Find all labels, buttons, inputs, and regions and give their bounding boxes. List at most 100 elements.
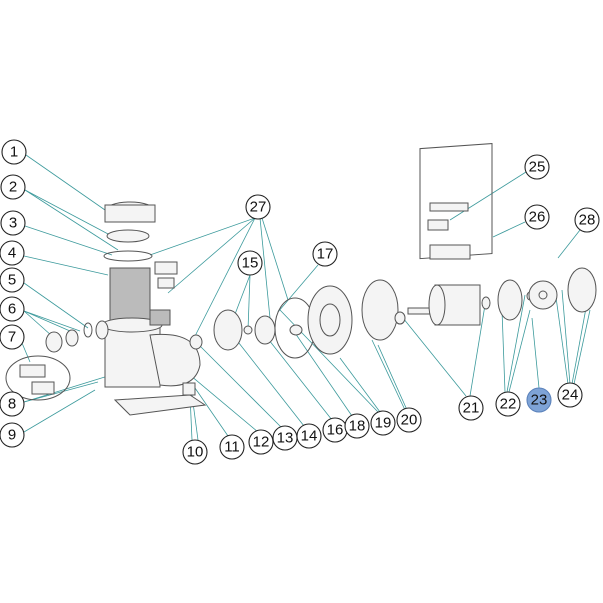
callout-10[interactable]: 10: [182, 439, 208, 465]
terminal-cover: [429, 202, 469, 212]
callout-label: 5: [8, 272, 16, 289]
callout-26[interactable]: 26: [524, 204, 550, 230]
callout-16[interactable]: 16: [322, 417, 348, 443]
callout-label: 21: [463, 400, 480, 417]
leader-line: [554, 289, 569, 385]
callout-circle: [458, 395, 484, 421]
leader-line: [264, 334, 333, 421]
terminal-box: [429, 244, 471, 260]
lid-cover: [106, 229, 150, 243]
fan-cover: [567, 267, 597, 313]
fan-hub: [538, 290, 548, 300]
callout-label: 20: [401, 412, 418, 429]
callout-3[interactable]: 3: [0, 210, 26, 236]
callout-8[interactable]: 8: [0, 391, 25, 417]
callout-label: 26: [529, 209, 546, 226]
leader-line: [247, 274, 251, 331]
inlet-gasket: [83, 322, 93, 338]
callout-13[interactable]: 13: [272, 425, 298, 451]
callout-circle: [396, 407, 422, 433]
outlet-port: [149, 309, 171, 326]
impeller: [254, 315, 276, 345]
callout-label: 19: [375, 415, 392, 432]
callout-2[interactable]: 2: [0, 174, 26, 200]
callout-label: 15: [242, 255, 259, 272]
callout-4[interactable]: 4: [0, 240, 25, 266]
diffuser: [213, 309, 243, 351]
callout-circle: [0, 324, 25, 350]
leader-line: [23, 310, 81, 332]
callout-22[interactable]: 22: [495, 391, 521, 417]
callout-20[interactable]: 20: [396, 407, 422, 433]
leader-line: [21, 342, 31, 363]
callout-circle: [370, 410, 396, 436]
callout-23-highlighted[interactable]: 23: [526, 387, 552, 413]
callout-label: 11: [224, 439, 240, 456]
bearing-front: [394, 311, 406, 325]
leader-line: [571, 307, 587, 385]
callout-label: 3: [9, 215, 17, 232]
seal-plate-hub: [319, 303, 341, 337]
callout-label: 18: [349, 418, 366, 435]
adapter-a: [19, 364, 46, 378]
callout-12[interactable]: 12: [248, 429, 274, 455]
callout-label: 9: [8, 427, 16, 444]
callout-label: 14: [301, 428, 318, 445]
callout-label: 7: [8, 329, 16, 346]
callout-circle: [182, 439, 208, 465]
leader-line: [573, 309, 591, 385]
union-nut: [154, 261, 178, 275]
callout-circle: [245, 194, 271, 220]
callout-27[interactable]: 27: [245, 194, 271, 220]
leader-line: [531, 317, 540, 389]
callout-18[interactable]: 18: [344, 413, 370, 439]
pump-housing: [104, 324, 161, 388]
callout-9[interactable]: 9: [0, 422, 25, 448]
callout-25[interactable]: 25: [524, 154, 550, 180]
callout-6[interactable]: 6: [0, 296, 25, 322]
leader-line: [261, 217, 289, 301]
leader-line: [195, 341, 283, 429]
inlet-tail: [65, 329, 79, 347]
callout-15[interactable]: 15: [237, 250, 263, 276]
callout-circle: [1, 139, 27, 165]
leader-line: [23, 381, 99, 403]
adapter-b: [31, 381, 55, 395]
leader-line: [167, 217, 256, 294]
adapter-group: [5, 355, 71, 401]
leader-line: [501, 309, 506, 393]
callout-label: 17: [317, 246, 334, 263]
callout-14[interactable]: 14: [296, 423, 322, 449]
callout-17[interactable]: 17: [312, 241, 338, 267]
leader-line: [25, 154, 106, 211]
leader-line: [277, 264, 319, 313]
callout-label: 8: [8, 396, 16, 413]
o-ring: [103, 250, 153, 262]
callout-11[interactable]: 11: [219, 434, 245, 460]
base-foot: [182, 382, 196, 396]
callout-circle: [0, 422, 25, 448]
callout-circle: [495, 391, 521, 417]
leader-line: [469, 304, 486, 397]
callout-24[interactable]: 24: [557, 382, 583, 408]
leader-line: [194, 387, 229, 437]
callout-label: 25: [529, 159, 546, 176]
union-tail: [157, 277, 175, 289]
callout-1[interactable]: 1: [1, 139, 27, 165]
lid-ring: [104, 204, 156, 223]
callout-19[interactable]: 19: [370, 410, 396, 436]
callout-circle: [248, 429, 274, 455]
bearing-rear: [481, 296, 491, 310]
callout-5[interactable]: 5: [0, 267, 25, 293]
volute: [149, 333, 201, 387]
leader-line: [191, 217, 256, 343]
leader-line: [23, 282, 89, 329]
callout-7[interactable]: 7: [0, 324, 25, 350]
callout-circle: [0, 267, 25, 293]
callout-21[interactable]: 21: [458, 395, 484, 421]
leader-line: [24, 189, 119, 251]
capacitor: [427, 219, 449, 231]
callout-28[interactable]: 28: [574, 207, 600, 233]
leader-line: [23, 310, 71, 332]
